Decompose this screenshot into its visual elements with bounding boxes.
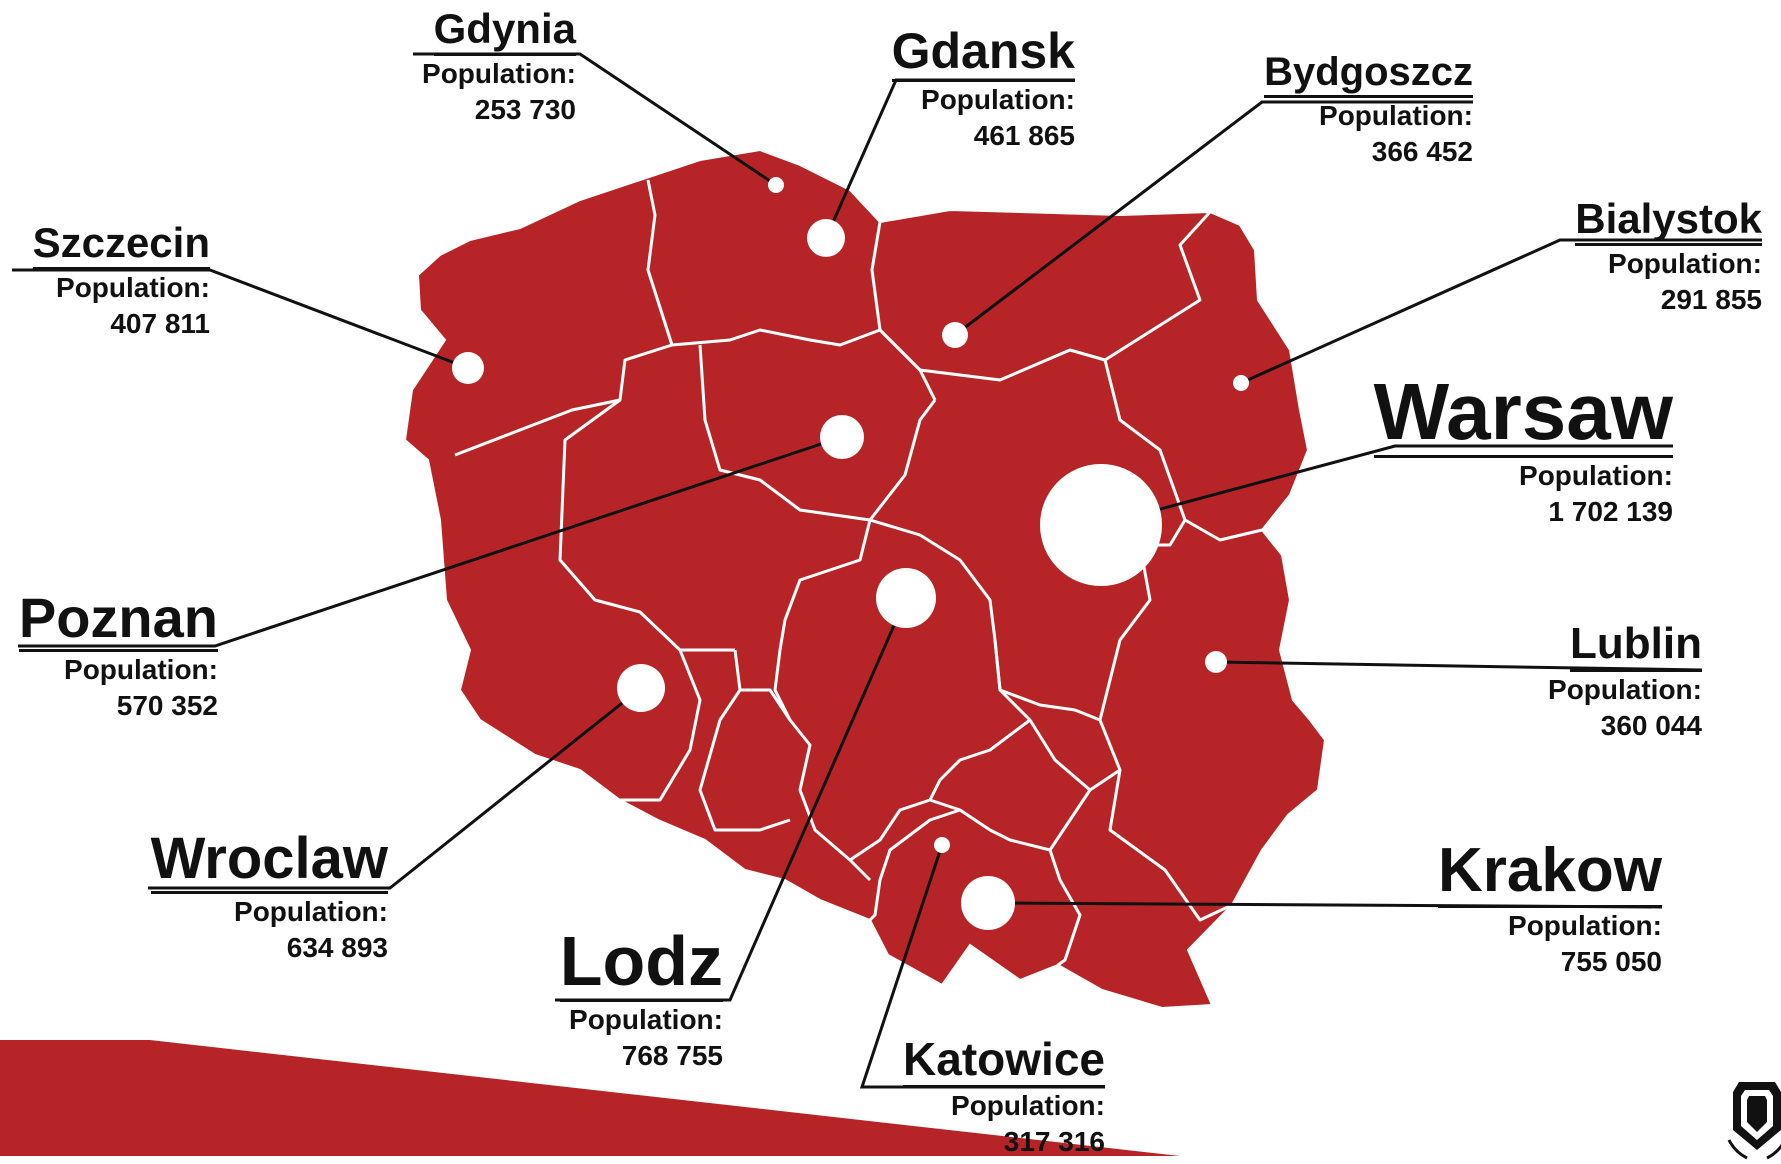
population-value-wroclaw: 634 893 xyxy=(286,932,388,963)
label-lodz: Lodz Population: 768 755 xyxy=(555,926,723,1074)
city-marker-warsaw xyxy=(1040,464,1162,586)
city-name-szczecin: Szczecin xyxy=(32,222,210,270)
label-krakow: Krakow Population: 755 050 xyxy=(1420,840,1662,980)
city-name-warsaw: Warsaw xyxy=(1373,367,1673,458)
population-value-bialystok: 291 855 xyxy=(1660,284,1762,315)
label-bydgoszcz: Bydgoszcz Population: 366 452 xyxy=(1230,52,1473,170)
leader-line-lublin xyxy=(1215,660,1703,672)
shield-crest-icon xyxy=(1727,1082,1781,1160)
city-marker-gdansk xyxy=(807,219,845,257)
population-value-katowice: 317 316 xyxy=(1003,1126,1105,1157)
city-marker-wroclaw xyxy=(617,664,665,712)
city-marker-lodz xyxy=(876,568,936,628)
leader-line-bydgoszcz xyxy=(954,100,1473,337)
city-marker-bydgoszcz xyxy=(942,322,968,348)
city-name-krakow: Krakow xyxy=(1438,840,1662,908)
population-label-bydgoszcz: Population: xyxy=(1319,100,1473,131)
population-label-szczecin: Population: xyxy=(56,272,210,303)
population-value-lublin: 360 044 xyxy=(1600,710,1702,741)
population-label-krakow: Population: xyxy=(1508,910,1662,941)
label-katowice: Katowice Population: 317 316 xyxy=(858,1036,1105,1160)
population-value-lodz: 768 755 xyxy=(621,1040,723,1071)
population-value-warsaw: 1 702 139 xyxy=(1548,496,1673,527)
leader-line-poznan xyxy=(18,435,843,648)
population-label-lodz: Population: xyxy=(569,1004,723,1035)
country-shape xyxy=(403,148,1327,1010)
city-name-bydgoszcz: Bydgoszcz xyxy=(1264,52,1473,98)
city-name-gdynia: Gdynia xyxy=(433,8,576,56)
label-gdynia: Gdynia Population: 253 730 xyxy=(380,8,576,128)
label-lublin: Lublin Population: 360 044 xyxy=(1510,622,1702,744)
leader-line-bialystok xyxy=(1240,238,1762,385)
label-gdansk: Gdansk Population: 461 865 xyxy=(880,26,1075,154)
population-label-warsaw: Population: xyxy=(1519,460,1673,491)
label-bialystok: Bialystok Population: 291 855 xyxy=(1550,198,1762,318)
city-name-poznan: Poznan xyxy=(18,590,218,652)
label-warsaw: Warsaw Population: 1 702 139 xyxy=(1370,372,1673,530)
population-label-lublin: Population: xyxy=(1548,674,1702,705)
population-value-gdynia: 253 730 xyxy=(474,94,576,125)
population-label-gdynia: Population: xyxy=(422,58,576,89)
leader-line-warsaw xyxy=(1100,444,1673,527)
label-szczecin: Szczecin Population: 407 811 xyxy=(12,222,210,342)
city-marker-krakow xyxy=(961,876,1015,930)
leader-line-szczecin xyxy=(12,268,469,370)
leader-line-wroclaw xyxy=(148,686,642,890)
population-label-bialystok: Population: xyxy=(1608,248,1762,279)
city-marker-katowice xyxy=(934,837,950,853)
population-value-gdansk: 461 865 xyxy=(973,120,1075,151)
city-name-wroclaw: Wroclaw xyxy=(150,830,388,894)
population-value-krakow: 755 050 xyxy=(1560,946,1662,977)
city-name-lublin: Lublin xyxy=(1570,622,1702,672)
population-value-bydgoszcz: 366 452 xyxy=(1371,136,1473,167)
label-wroclaw: Wroclaw Population: 634 893 xyxy=(148,830,388,966)
city-name-bialystok: Bialystok xyxy=(1575,198,1762,246)
population-label-gdansk: Population: xyxy=(921,84,1075,115)
city-marker-lublin xyxy=(1205,651,1227,673)
population-label-wroclaw: Population: xyxy=(234,896,388,927)
city-name-katowice: Katowice xyxy=(903,1036,1105,1088)
city-marker-szczecin xyxy=(452,352,484,384)
population-label-poznan: Population: xyxy=(64,654,218,685)
accent-band xyxy=(0,1040,1180,1156)
city-marker-gdynia xyxy=(768,177,784,193)
population-label-katowice: Population: xyxy=(951,1090,1105,1121)
city-marker-poznan xyxy=(820,415,864,459)
city-name-lodz: Lodz xyxy=(559,922,723,1002)
city-name-gdansk: Gdansk xyxy=(891,26,1075,82)
city-markers xyxy=(452,177,1249,930)
population-value-szczecin: 407 811 xyxy=(110,308,210,339)
label-poznan: Poznan Population: 570 352 xyxy=(18,590,218,724)
leader-lines xyxy=(12,52,1762,1089)
city-marker-bialystok xyxy=(1233,375,1249,391)
population-value-poznan: 570 352 xyxy=(116,690,218,721)
region-borders xyxy=(454,179,1263,967)
